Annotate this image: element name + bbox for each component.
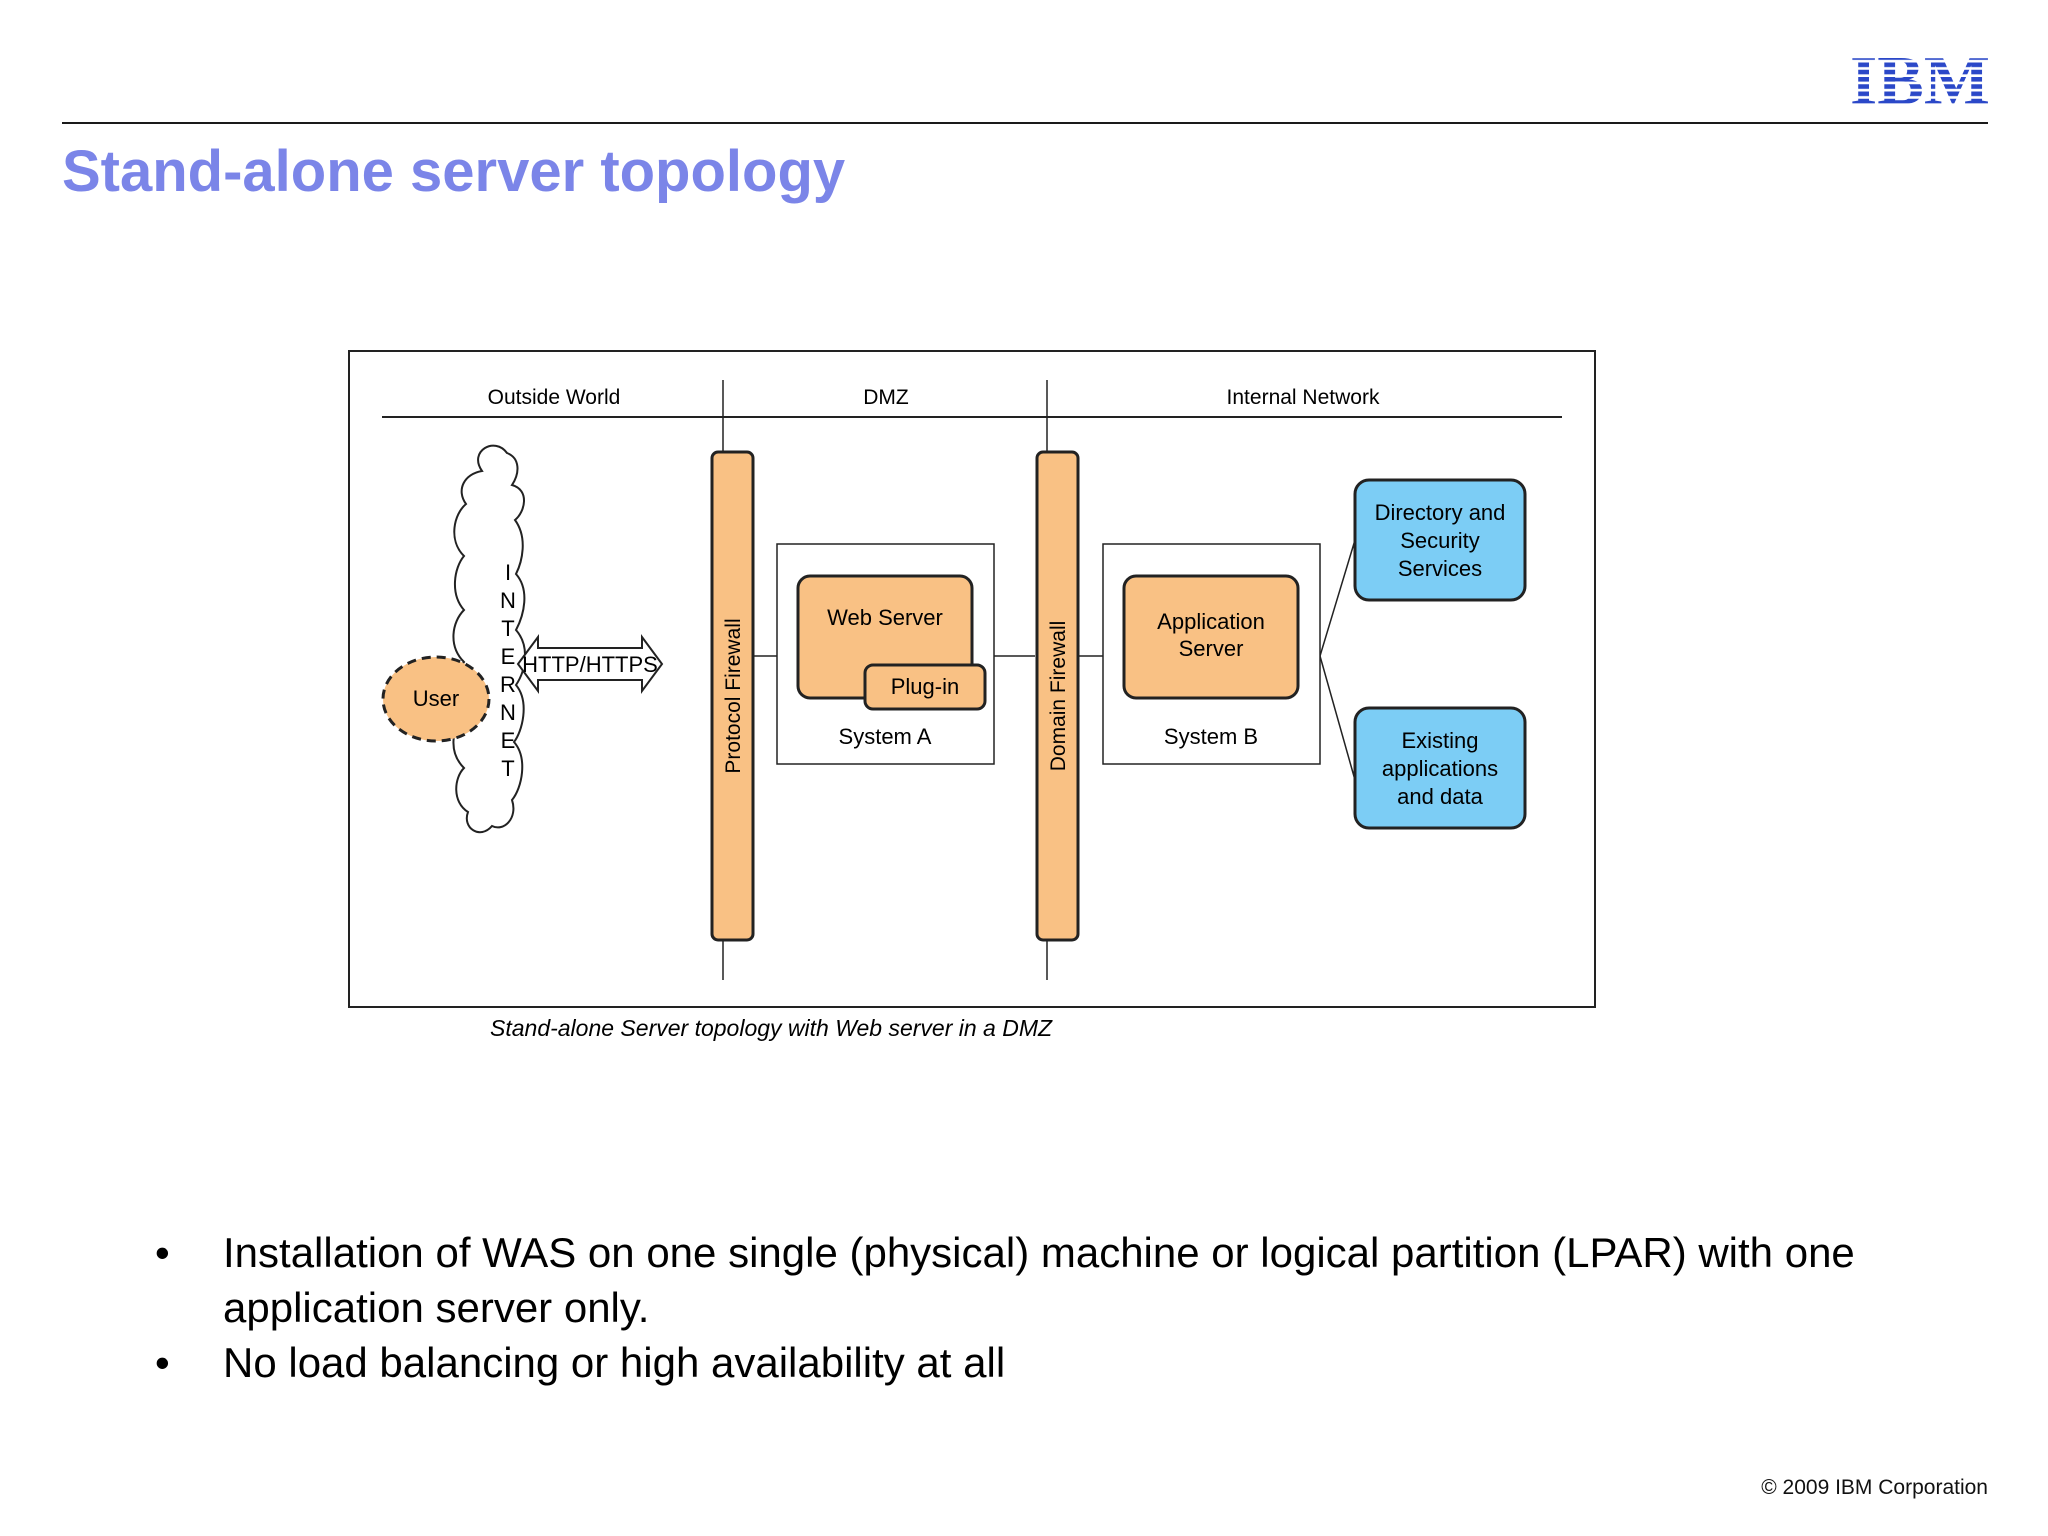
zone-label-outside: Outside World — [488, 386, 621, 409]
directory-line: Security — [1400, 528, 1479, 553]
existing-line: Existing — [1401, 728, 1478, 753]
web-server-label: Web Server — [827, 605, 943, 630]
connector-systemb-directory — [1319, 539, 1356, 657]
directory-line: Directory and — [1375, 500, 1506, 525]
domain-firewall-label: Domain Firewall — [1047, 621, 1070, 772]
internet-letter: E — [501, 728, 516, 753]
bullet-marker: • — [155, 1229, 170, 1276]
bullet-item: • No load balancing or high availability… — [155, 1335, 1935, 1390]
directory-security-node — [1353, 478, 1527, 602]
copyright-footer: © 2009 IBM Corporation — [1761, 1476, 1988, 1499]
bullet-list: • Installation of WAS on one single (phy… — [155, 1225, 1935, 1390]
internet-letter: N — [500, 588, 516, 613]
ibm-logo: IBM — [1852, 48, 1988, 106]
slide-title: Stand-alone server topology — [62, 139, 846, 204]
internet-letter: T — [501, 756, 514, 781]
topology-diagram: Outside World DMZ Internal Network I N T… — [340, 340, 1610, 1060]
internet-cloud — [452, 444, 526, 833]
internet-letter: N — [500, 700, 516, 725]
http-https-arrow — [516, 633, 664, 695]
system-b-label: System B — [1164, 724, 1258, 749]
plugin-node — [863, 663, 987, 711]
diagram-caption: Stand-alone Server topology with Web ser… — [490, 1015, 1053, 1041]
bullet-item: • Installation of WAS on one single (phy… — [155, 1225, 1935, 1335]
system-a-label: System A — [839, 724, 932, 749]
application-server-node — [1122, 574, 1300, 700]
bullet-text: Installation of WAS on one single (physi… — [223, 1229, 1855, 1331]
bullet-marker: • — [155, 1339, 170, 1386]
zone-label-dmz: DMZ — [863, 386, 909, 409]
domain-firewall — [1035, 450, 1080, 942]
header-rule — [62, 122, 1988, 124]
internet-letter: I — [505, 560, 511, 585]
user-label: User — [413, 686, 459, 711]
existing-line: and data — [1397, 784, 1483, 809]
directory-line: Services — [1398, 556, 1482, 581]
application-server-label: Server — [1179, 636, 1244, 661]
logo-text: IBM — [1852, 48, 1988, 106]
zone-label-internal: Internal Network — [1227, 386, 1380, 409]
protocol-firewall-label: Protocol Firewall — [722, 618, 745, 773]
plugin-label: Plug-in — [891, 674, 959, 699]
http-https-label: HTTP/HTTPS — [522, 652, 658, 677]
connector-systemb-existing — [1319, 655, 1356, 781]
internet-letter: R — [500, 672, 516, 697]
bullet-text: No load balancing or high availability a… — [223, 1339, 1006, 1386]
user-node — [381, 655, 491, 743]
internet-letter: E — [501, 644, 516, 669]
application-server-label: Application — [1157, 609, 1265, 634]
protocol-firewall — [710, 450, 755, 942]
existing-line: applications — [1382, 756, 1498, 781]
existing-apps-node — [1353, 706, 1527, 830]
internet-letter: T — [501, 616, 514, 641]
